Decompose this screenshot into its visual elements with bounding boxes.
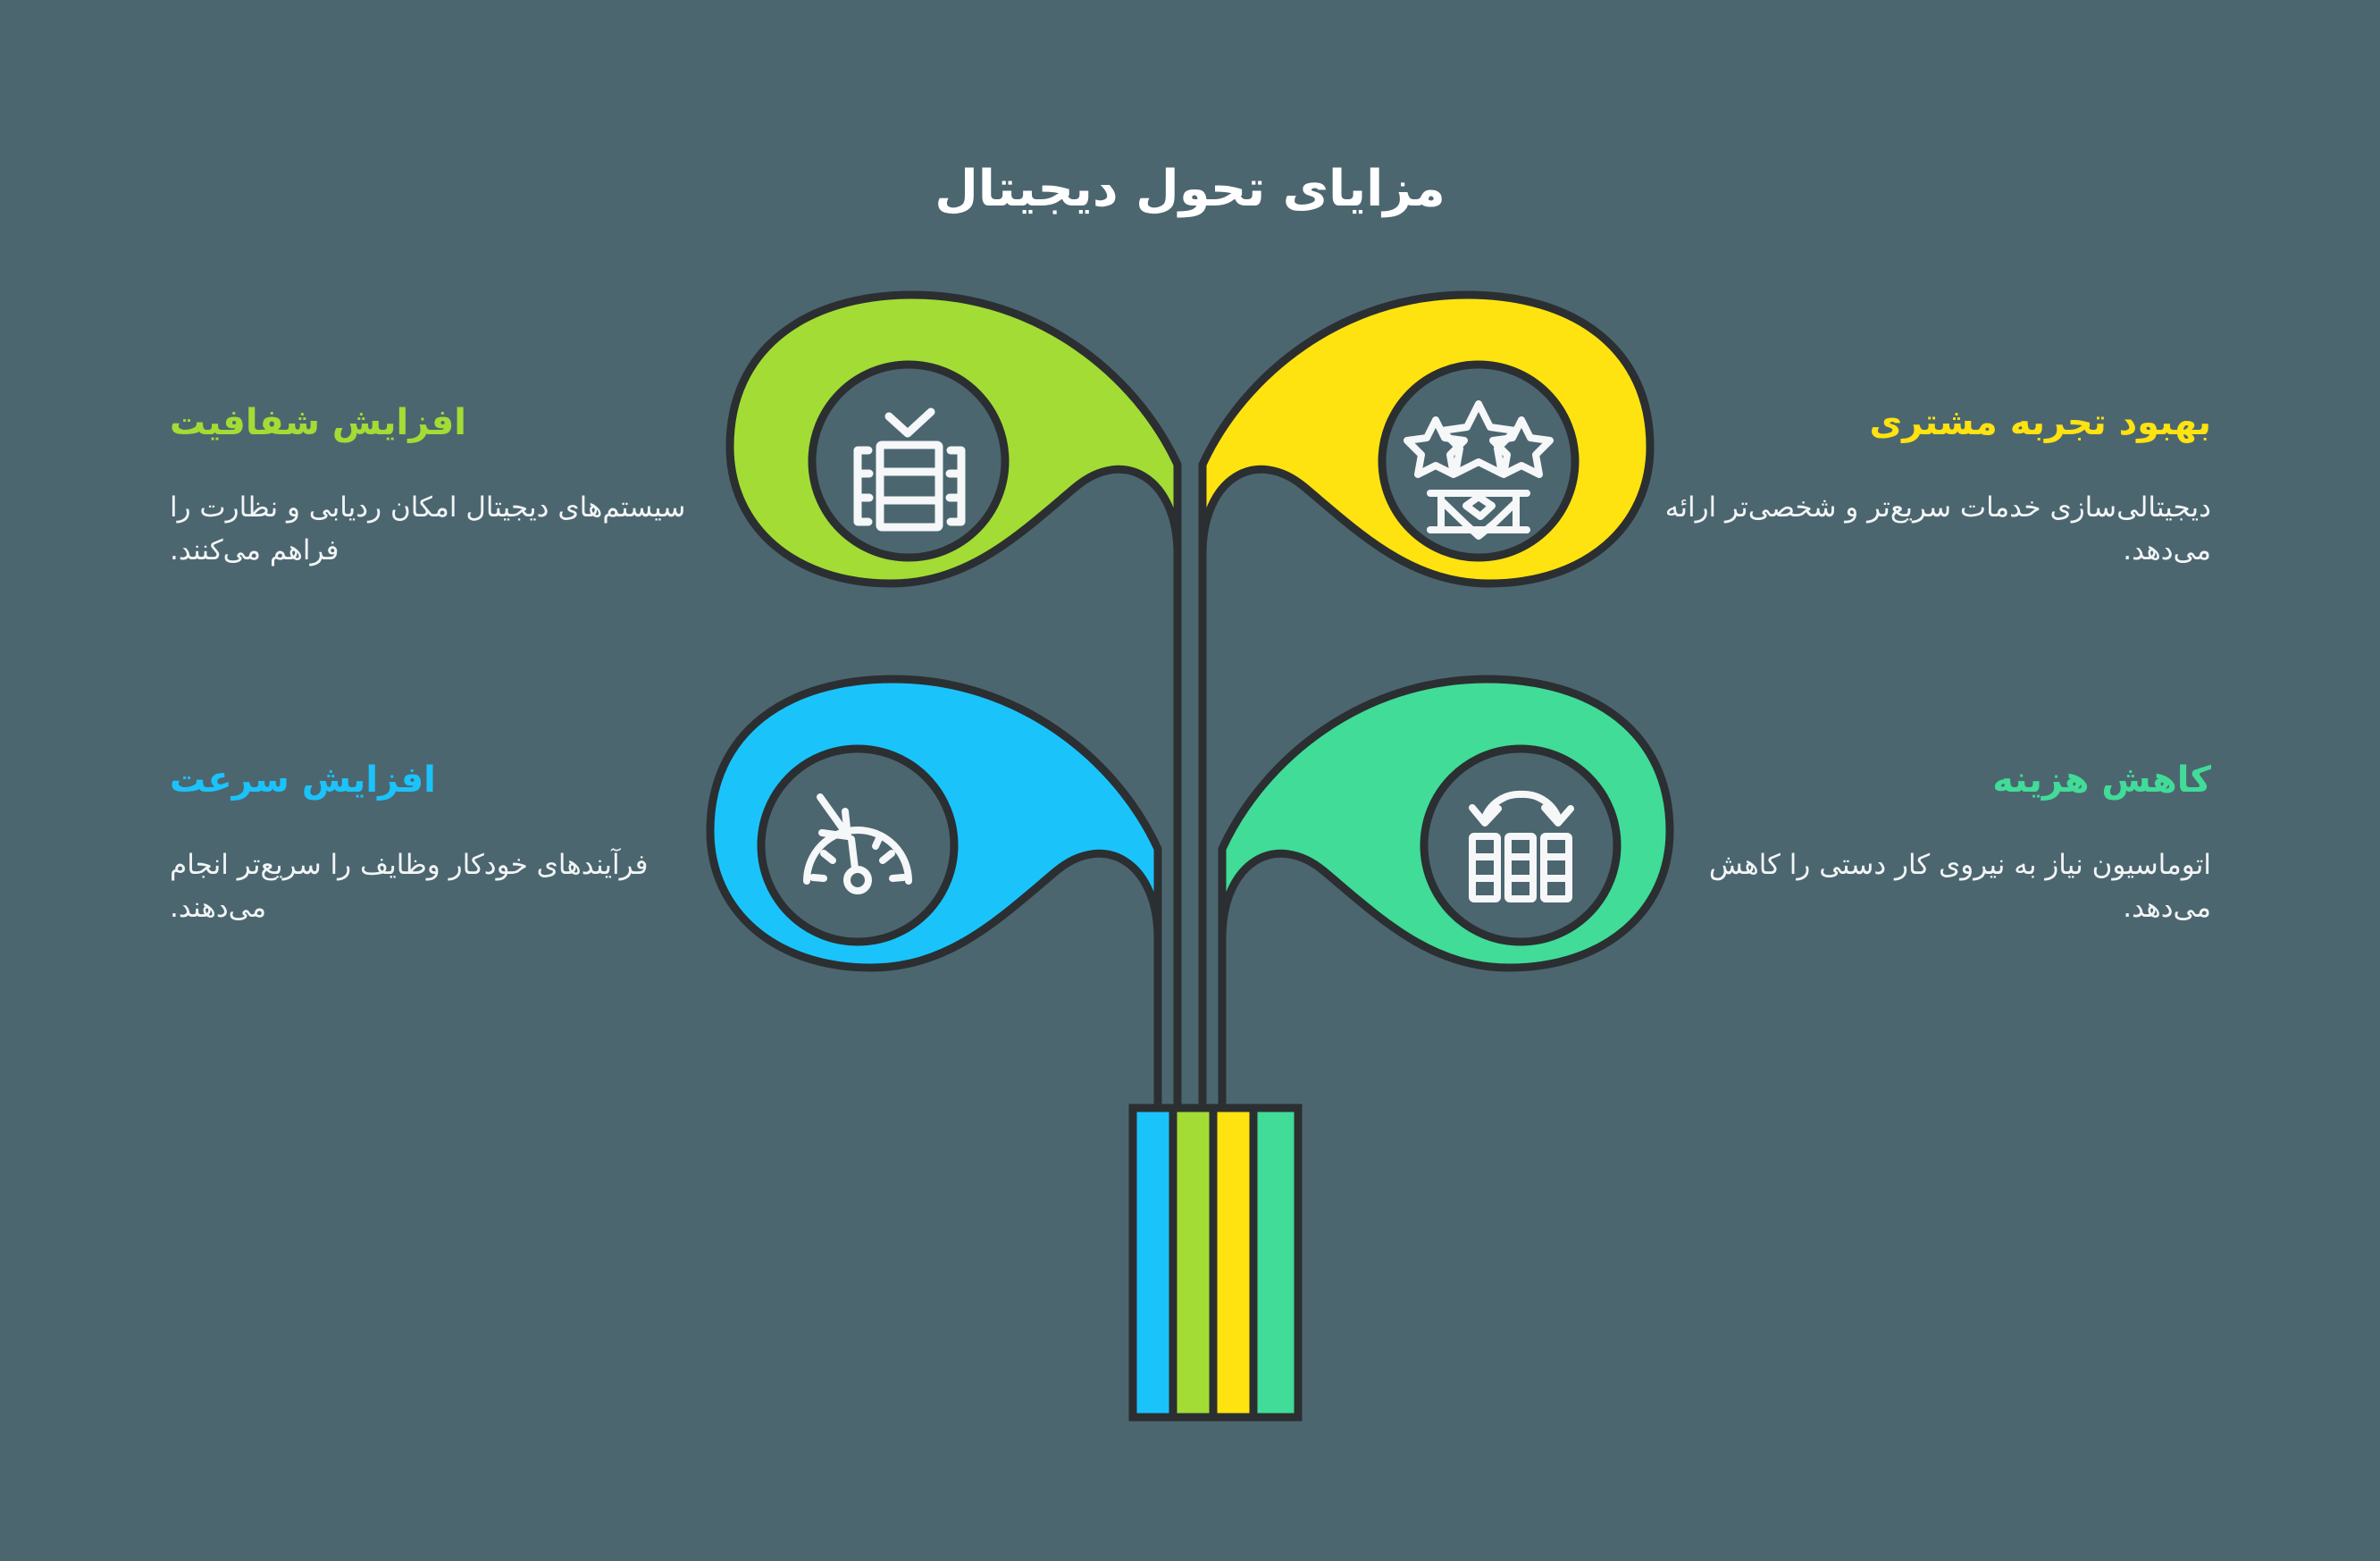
icon-ring-speed [757, 744, 959, 946]
branch-shape-cost [1218, 675, 1674, 1422]
branch-shape-transparency [725, 290, 1182, 1422]
speedometer-arrow-icon [803, 793, 912, 894]
stem-stripe-blue [1128, 1104, 1182, 1422]
icon-ring-cost [1420, 744, 1622, 946]
branch-shape-speed [706, 675, 1162, 1422]
stem-stripe-teal [1249, 1104, 1303, 1422]
icon-ring-transparency [808, 360, 1010, 562]
branch-text-cost-reduction: کاهش هزینه اتوماسیون نیاز به نیروی کار د… [1657, 758, 2211, 929]
stem-stripe-yellow [1209, 1104, 1262, 1422]
branch-heading-customer-experience: بهبود تجربه مشتری [1869, 402, 2211, 443]
page-title: مزایای تحول دیجیتال [934, 159, 1446, 218]
branch-heading-transparency: افزایش شفافیت [170, 402, 466, 443]
branch-text-customer-experience: بهبود تجربه مشتری دیجیتالی‌سازی خدمات سر… [1657, 400, 2211, 572]
ledger-check-icon [853, 407, 966, 532]
stem-stripe-green [1169, 1104, 1222, 1422]
branch-description-transparency: سیستم‌های دیجیتال امکان ردیابی و نظارت ر… [170, 491, 686, 567]
branch-heading-speed: افزایش سرعت [170, 760, 436, 801]
cost-down-bars-icon [1469, 790, 1574, 902]
stars-handshake-icon [1404, 400, 1554, 540]
branch-text-transparency: افزایش شفافیت سیستم‌های دیجیتال امکان رد… [170, 400, 724, 572]
branch-text-speed: افزایش سرعت فرآیندهای خودکار وظایف را سر… [170, 758, 724, 929]
branch-heading-cost-reduction: کاهش هزینه [1992, 760, 2211, 801]
branch-description-customer-experience: دیجیتالی‌سازی خدمات سریع‌تر و شخصی‌تر ار… [1664, 491, 2211, 567]
icon-ring-customer [1378, 360, 1580, 562]
branch-shape-customer [1198, 290, 1655, 1422]
branch-description-cost-reduction: اتوماسیون نیاز به نیروی کار دستی را کاهش… [1708, 849, 2211, 925]
stem [1128, 1104, 1303, 1422]
branch-description-speed: فرآیندهای خودکار وظایف را سریع‌تر انجام … [170, 849, 649, 925]
